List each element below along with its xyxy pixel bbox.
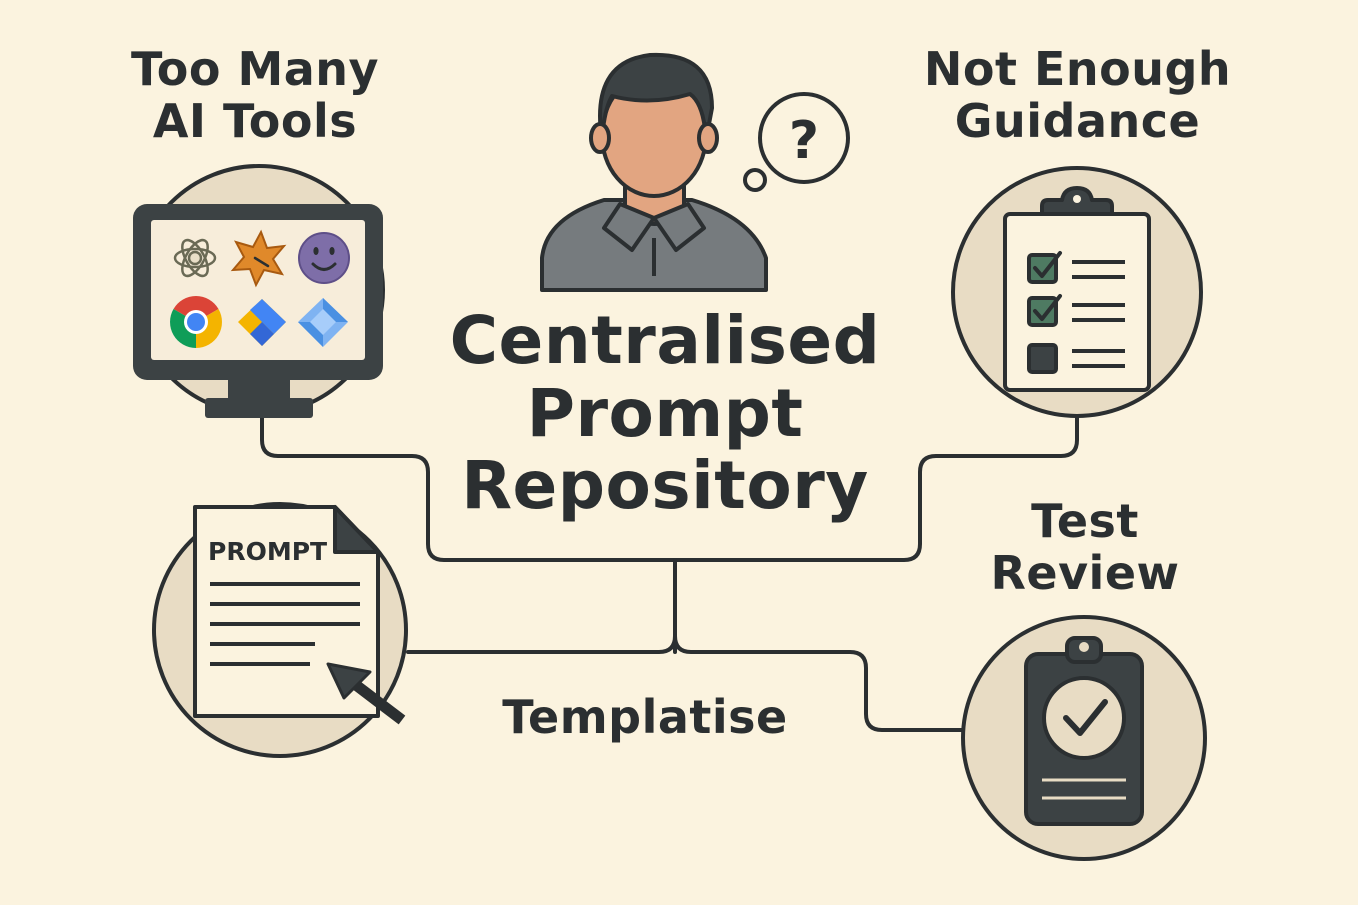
label-test-review: Test Review: [960, 494, 1210, 600]
label-too-many-ai-tools: Too Many AI Tools: [100, 42, 410, 148]
question-mark: ?: [789, 111, 819, 171]
connector-review: [673, 634, 964, 732]
chatgpt-logo-icon: [173, 238, 217, 278]
clipboard-checklist-icon: [1003, 186, 1151, 392]
connector-guidance: [673, 416, 1079, 562]
connector-monitor: [260, 416, 677, 562]
label-templatise-text: Templatise: [502, 690, 788, 744]
cursor-arrow-icon: [326, 662, 406, 725]
title-line3: Repository: [461, 447, 869, 525]
label-too-many-line2: AI Tools: [152, 93, 358, 148]
title-line1: Centralised: [449, 302, 881, 379]
label-guidance-line1: Not Enough: [923, 42, 1232, 96]
badge-check-icon: [1024, 636, 1144, 826]
label-too-many-line1: Too Many: [130, 42, 380, 96]
question-bubble-icon: ?: [743, 92, 850, 192]
diamond-logo-icon: [238, 299, 286, 346]
smiley-icon: [298, 232, 350, 284]
chrome-logo-icon: [170, 296, 222, 348]
label-test-line2: Review: [990, 545, 1180, 600]
connector-prompt: [406, 634, 677, 654]
label-templatise: Templatise: [460, 690, 830, 744]
person-icon: [540, 52, 768, 292]
page-title: Centralised Prompt Repository: [410, 302, 920, 525]
label-guidance-line2: Guidance: [954, 93, 1201, 148]
label-not-enough-guidance: Not Enough Guidance: [900, 42, 1255, 148]
prompt-label: PROMPT: [208, 537, 327, 566]
title-line2: Prompt: [526, 374, 804, 452]
star-badge-icon: [230, 229, 287, 288]
connector-lines: [260, 416, 1079, 732]
label-test-line1: Test: [1031, 494, 1139, 548]
blue-diamond-icon: [298, 298, 348, 347]
